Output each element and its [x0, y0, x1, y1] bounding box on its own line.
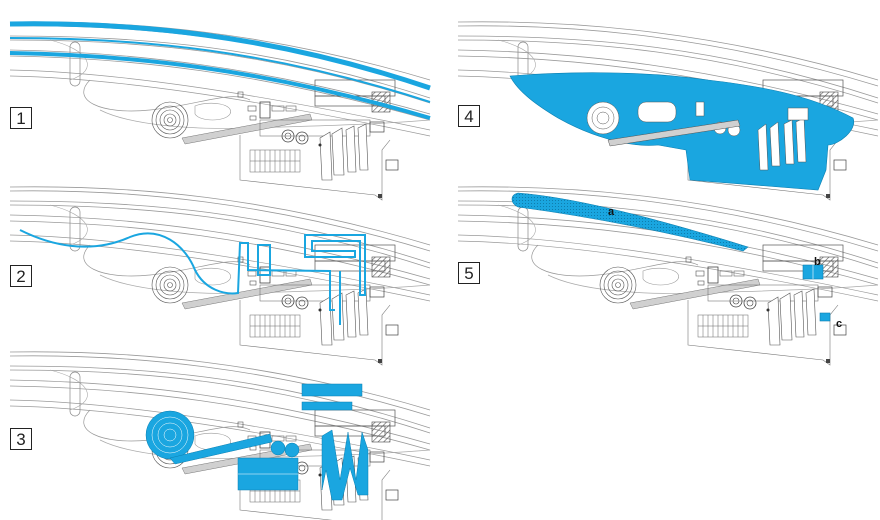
panel-3: 3	[9, 340, 431, 520]
panel-4: 4	[457, 10, 879, 201]
site-plan-2	[9, 186, 431, 366]
panel-number: 5	[458, 262, 480, 284]
zone-a	[511, 192, 749, 252]
label-b: b	[814, 256, 821, 268]
panel-number: 2	[10, 265, 32, 287]
panel-number: 3	[10, 428, 32, 450]
label-a: a	[608, 206, 615, 218]
panel-5: 5 a b c	[457, 175, 879, 366]
zone-c	[819, 312, 831, 322]
panel-2: 2	[9, 175, 431, 366]
site-plan-1	[9, 21, 431, 201]
panel-1: 1	[9, 10, 431, 201]
panel-number: 1	[10, 107, 32, 129]
label-c: c	[836, 318, 842, 330]
site-plan-3	[9, 351, 431, 520]
site-plan-4	[457, 21, 879, 201]
panel-number: 4	[458, 105, 480, 127]
site-plan-5: a b c	[457, 186, 879, 366]
